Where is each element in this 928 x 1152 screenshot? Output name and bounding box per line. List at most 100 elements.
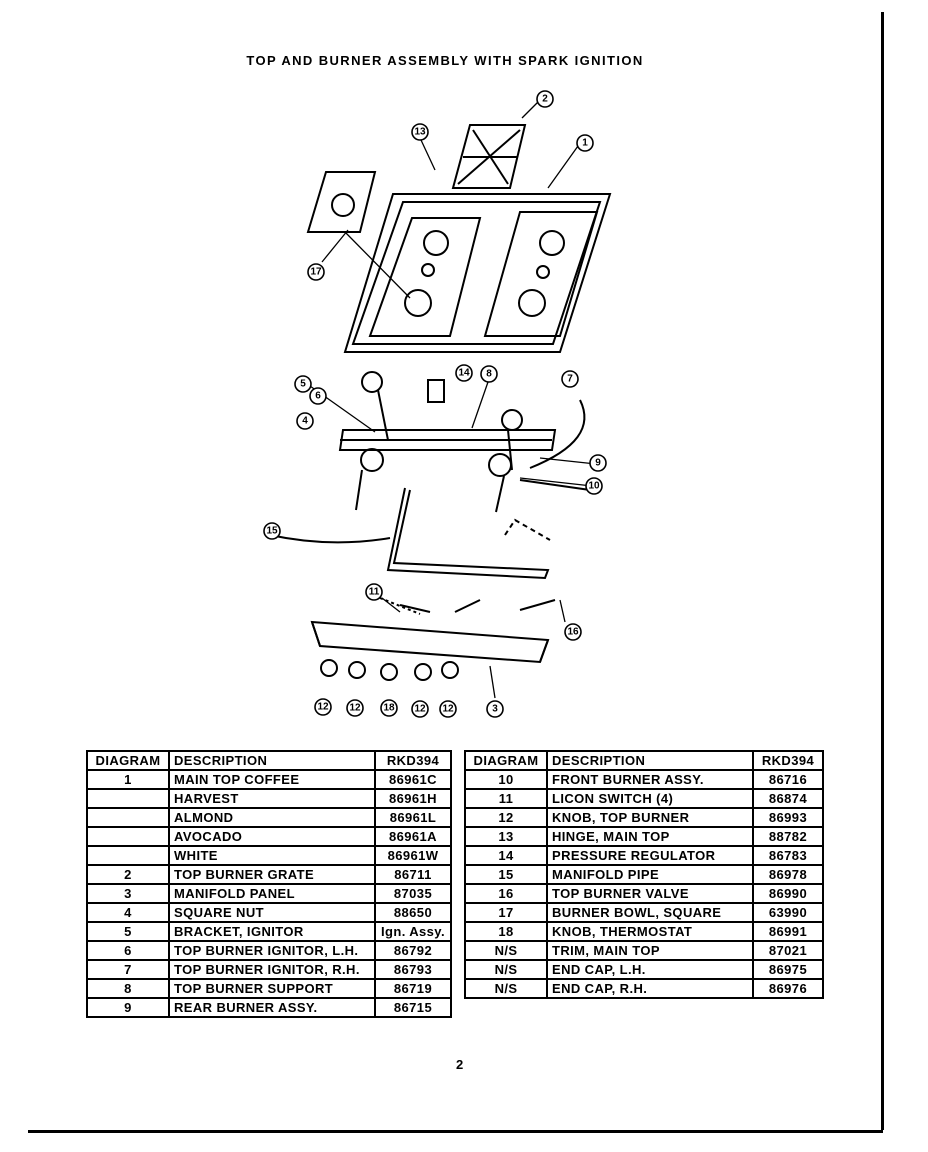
header-diagram: DIAGRAM bbox=[464, 750, 548, 771]
description-cell: AVOCADO bbox=[168, 826, 376, 847]
svg-text:12: 12 bbox=[442, 704, 454, 715]
part-number-cell: 63990 bbox=[752, 902, 824, 923]
callout-14: 14 bbox=[455, 364, 473, 382]
part-number-cell: 86874 bbox=[752, 788, 824, 809]
svg-text:7: 7 bbox=[567, 374, 573, 385]
description-cell: TRIM, MAIN TOP bbox=[546, 940, 754, 961]
svg-text:12: 12 bbox=[317, 702, 329, 713]
part-number-cell: 88782 bbox=[752, 826, 824, 847]
diagram-number-cell: 10 bbox=[464, 769, 548, 790]
callout-12d: 12 bbox=[439, 700, 457, 718]
callout-2: 2 bbox=[536, 90, 554, 108]
diagram-number-cell bbox=[86, 826, 170, 847]
description-cell: FRONT BURNER ASSY. bbox=[546, 769, 754, 790]
part-number-cell: 86719 bbox=[374, 978, 452, 999]
callout-1: 1 bbox=[576, 134, 594, 152]
description-cell: BURNER BOWL, SQUARE bbox=[546, 902, 754, 923]
page-number: 2 bbox=[456, 1057, 464, 1072]
svg-text:6: 6 bbox=[315, 391, 321, 402]
diagram-number-cell: 14 bbox=[464, 845, 548, 866]
part-number-cell: 88650 bbox=[374, 902, 452, 923]
burner-grate-part bbox=[451, 124, 527, 189]
page-title: TOP AND BURNER ASSEMBLY WITH SPARK IGNIT… bbox=[246, 53, 644, 68]
diagram-number-cell: N/S bbox=[464, 940, 548, 961]
diagram-number-cell: 8 bbox=[86, 978, 170, 999]
diagram-number-cell: 7 bbox=[86, 959, 170, 980]
description-cell: KNOB, TOP BURNER bbox=[546, 807, 754, 828]
part-number-cell: 86961H bbox=[374, 788, 452, 809]
description-cell: LICON SWITCH (4) bbox=[546, 788, 754, 809]
part-number-cell: 86975 bbox=[752, 959, 824, 980]
part-number-cell: 86961W bbox=[374, 845, 452, 866]
description-cell: PRESSURE REGULATOR bbox=[546, 845, 754, 866]
description-cell: MANIFOLD PIPE bbox=[546, 864, 754, 885]
svg-text:5: 5 bbox=[300, 379, 306, 390]
part-number-cell: 86792 bbox=[374, 940, 452, 961]
part-number-cell: 86991 bbox=[752, 921, 824, 942]
header-description: DESCRIPTION bbox=[168, 750, 376, 771]
part-number-cell: 86976 bbox=[752, 978, 824, 999]
diagram-number-cell: 11 bbox=[464, 788, 548, 809]
description-cell: WHITE bbox=[168, 845, 376, 866]
part-number-cell: 86978 bbox=[752, 864, 824, 885]
part-number-cell: Ign. Assy. bbox=[374, 921, 452, 942]
part-number-cell: 86993 bbox=[752, 807, 824, 828]
main-top-part bbox=[343, 193, 612, 353]
diagram-number-cell: 13 bbox=[464, 826, 548, 847]
description-cell: END CAP, R.H. bbox=[546, 978, 754, 999]
description-cell: TOP BURNER SUPPORT bbox=[168, 978, 376, 999]
description-cell: KNOB, THERMOSTAT bbox=[546, 921, 754, 942]
svg-text:4: 4 bbox=[302, 416, 308, 427]
svg-text:13: 13 bbox=[414, 127, 426, 138]
svg-text:2: 2 bbox=[542, 94, 548, 105]
pressure-regulator-part bbox=[427, 379, 445, 403]
callout-6: 6 bbox=[309, 387, 327, 405]
description-cell: HINGE, MAIN TOP bbox=[546, 826, 754, 847]
header-part-number: RKD394 bbox=[752, 750, 824, 771]
diagram-number-cell: 18 bbox=[464, 921, 548, 942]
description-cell: END CAP, L.H. bbox=[546, 959, 754, 980]
svg-text:11: 11 bbox=[369, 587, 380, 598]
callout-12b: 12 bbox=[346, 699, 364, 717]
page-frame-bottom bbox=[28, 1130, 883, 1133]
part-number-cell: 86793 bbox=[374, 959, 452, 980]
callout-11: 11 bbox=[365, 583, 383, 601]
description-cell: MANIFOLD PANEL bbox=[168, 883, 376, 904]
description-cell: MAIN TOP COFFEE bbox=[168, 769, 376, 790]
callout-9: 9 bbox=[589, 454, 607, 472]
diagram-number-cell: 5 bbox=[86, 921, 170, 942]
burner-support-part bbox=[338, 429, 557, 451]
description-cell: TOP BURNER GRATE bbox=[168, 864, 376, 885]
burner-bowl-part bbox=[306, 171, 377, 233]
diagram-number-cell: 12 bbox=[464, 807, 548, 828]
burner-assemblies bbox=[355, 371, 523, 513]
callout-4: 4 bbox=[296, 412, 314, 430]
svg-text:3: 3 bbox=[492, 704, 498, 715]
callout-5: 5 bbox=[294, 375, 312, 393]
exploded-parts-diagram: 1 2 3 4 5 6 7 8 9 10 11 12 12 12 12 13 1… bbox=[263, 90, 612, 718]
part-number-cell: 86716 bbox=[752, 769, 824, 790]
svg-text:12: 12 bbox=[414, 704, 426, 715]
header-part-number: RKD394 bbox=[374, 750, 452, 771]
diagram-number-cell: 16 bbox=[464, 883, 548, 904]
